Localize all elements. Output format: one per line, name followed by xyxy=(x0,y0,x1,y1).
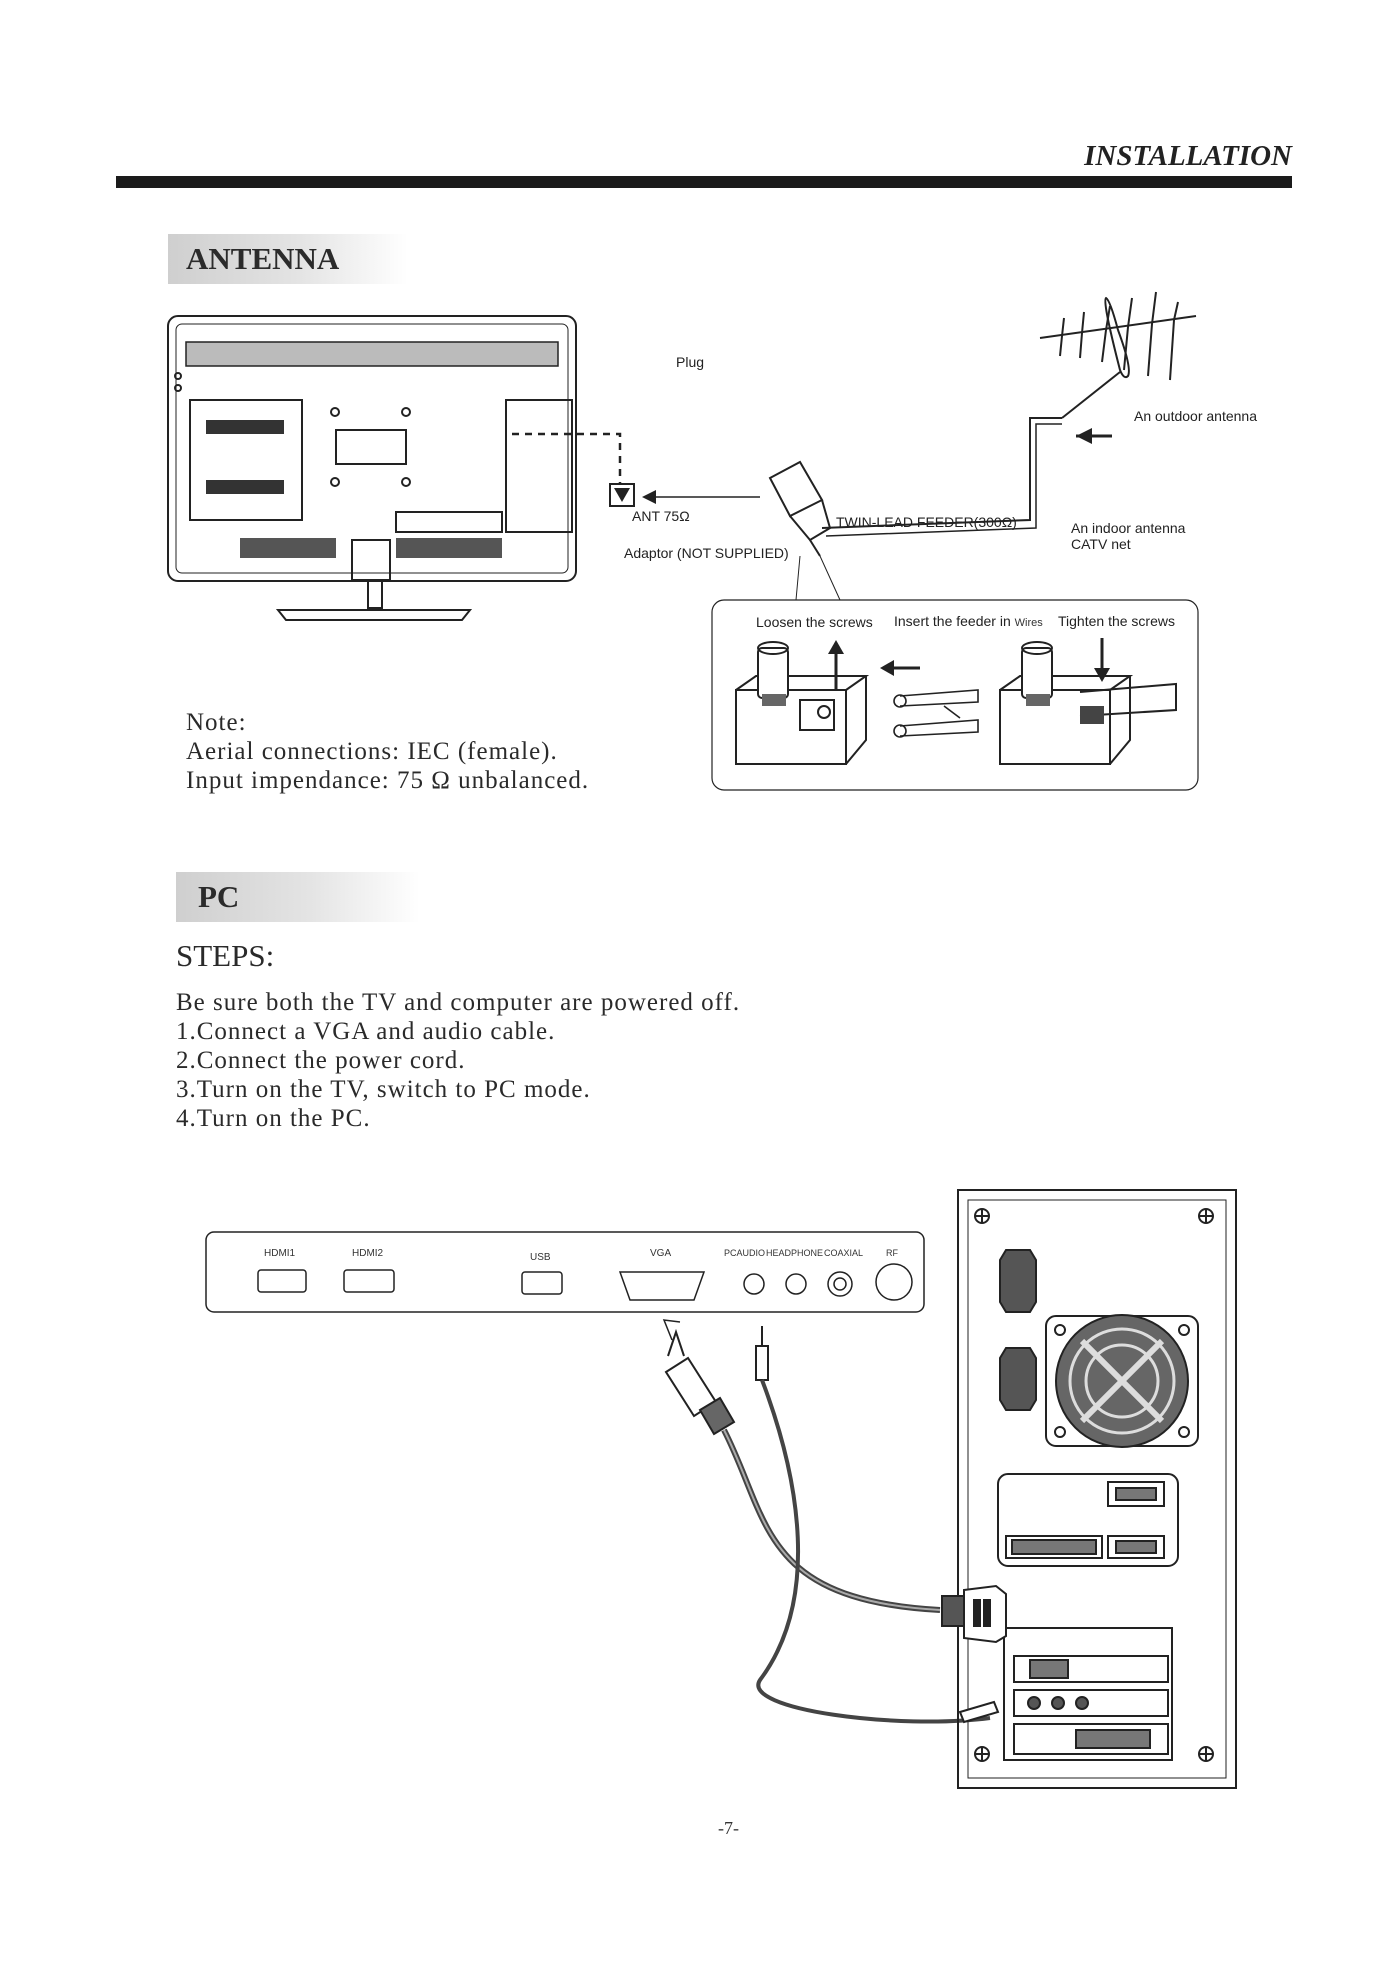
steps-heading: STEPS: xyxy=(176,938,275,973)
rf-port-icon xyxy=(875,1263,913,1301)
loosen-screws-illustration xyxy=(735,641,870,765)
ant-port-icon xyxy=(609,483,635,507)
twin-lead-label: TWIN-LEAD FEEDER(300Ω) xyxy=(836,514,1017,530)
pcaudio-label: PCAUDIO xyxy=(724,1248,766,1258)
adaptor-label: Adaptor (NOT SUPPLIED) xyxy=(624,545,789,561)
pc-vga-plug-icon xyxy=(941,1584,1007,1644)
insert-feeder-text: Insert the feeder in xyxy=(894,613,1011,629)
tv-port-panel xyxy=(205,1231,925,1313)
note-impedance: Input impendance: 75 Ω unbalanced. xyxy=(186,767,590,794)
page-section-title: INSTALLATION xyxy=(1084,140,1292,172)
catv-net-label: CATV net xyxy=(1071,536,1131,552)
steps-list: Be sure both the TV and computer are pow… xyxy=(176,988,740,1133)
note-aerial: Aerial connections: IEC (female). xyxy=(186,738,558,765)
note-title: Note: xyxy=(186,709,247,736)
left-arrow-icon-3 xyxy=(880,660,894,676)
tv-rear-illustration xyxy=(167,315,577,621)
twin-lead-feeder xyxy=(821,417,1062,529)
loosen-screws-label: Loosen the screws xyxy=(756,614,873,630)
usb-label: USB xyxy=(530,1252,551,1263)
vga-plug-icon xyxy=(664,1356,736,1436)
header-rule xyxy=(116,176,1292,188)
outdoor-antenna-icon xyxy=(1039,291,1197,419)
power-socket-icon xyxy=(999,1249,1037,1313)
pc-audio-plug-icon xyxy=(958,1700,1000,1724)
antenna-heading: ANTENNA xyxy=(168,234,408,284)
feeder-wires-illustration xyxy=(893,689,979,738)
coaxial-port-icon xyxy=(827,1271,853,1297)
indoor-antenna-label: An indoor antenna xyxy=(1071,520,1186,536)
down-arrow-icon xyxy=(1094,668,1110,682)
power-socket-icon-2 xyxy=(999,1347,1037,1411)
outdoor-antenna-label: An outdoor antenna xyxy=(1134,408,1257,424)
step-item: 1.Connect a VGA and audio cable. xyxy=(176,1018,556,1045)
pcaudio-port-icon xyxy=(743,1273,765,1295)
left-arrow-icon xyxy=(642,490,656,504)
page-number: -7- xyxy=(718,1818,739,1838)
step-item: 2.Connect the power cord. xyxy=(176,1047,466,1074)
adaptor-plug-icon xyxy=(768,460,832,557)
audio-cable xyxy=(756,1379,991,1724)
tighten-screws-illustration xyxy=(999,641,1177,765)
step-item: Be sure both the TV and computer are pow… xyxy=(176,989,741,1016)
pc-tower-illustration xyxy=(957,1189,1237,1789)
headphone-port-icon xyxy=(785,1273,807,1295)
step-item: 3.Turn on the TV, switch to PC mode. xyxy=(176,1076,591,1103)
antenna-note: Note: Aerial connections: IEC (female). … xyxy=(186,708,589,795)
hdmi2-label: HDMI2 xyxy=(352,1248,384,1259)
vga-label: VGA xyxy=(650,1248,672,1259)
vga-port-icon xyxy=(618,1271,706,1301)
vga-cable xyxy=(721,1428,941,1613)
connection-dashed-line xyxy=(512,432,622,484)
detail-box xyxy=(711,599,1199,791)
insert-feeder-label: Insert the feeder in Wires xyxy=(894,613,1043,629)
tighten-screws-label: Tighten the screws xyxy=(1058,613,1175,629)
coaxial-label: COAXIAL xyxy=(824,1248,864,1258)
hdmi1-label: HDMI1 xyxy=(264,1248,296,1259)
up-arrow-icon-vga xyxy=(667,1328,685,1357)
step-item: 4.Turn on the PC. xyxy=(176,1105,371,1132)
audio-jack-icon xyxy=(755,1326,769,1381)
wires-label: Wires xyxy=(1014,617,1043,629)
ant-down-arrow-icon xyxy=(614,488,630,502)
plug-label: Plug xyxy=(676,354,705,370)
rf-label: RF xyxy=(886,1248,898,1258)
headphone-label: HEADPHONE xyxy=(766,1248,824,1258)
ant75-label: ANT 75Ω xyxy=(632,508,690,524)
pc-heading: PC xyxy=(176,872,420,922)
up-arrow-icon xyxy=(828,640,844,654)
left-arrow-icon-2 xyxy=(1076,428,1092,444)
